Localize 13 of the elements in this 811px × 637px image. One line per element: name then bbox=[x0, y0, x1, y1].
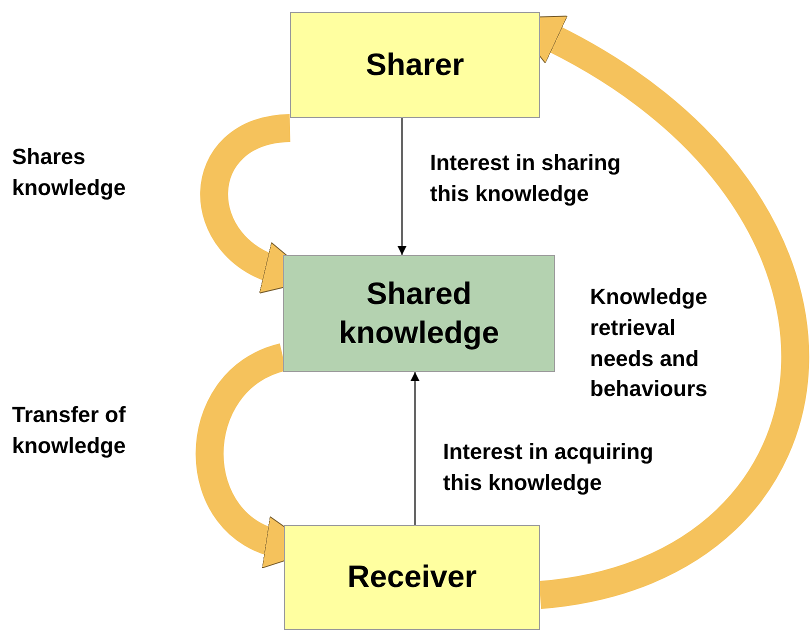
box-label: Sharer bbox=[366, 46, 464, 84]
process-box bbox=[283, 255, 555, 372]
process-box bbox=[284, 525, 540, 630]
edge-label: Interest in acquiring this knowledge bbox=[443, 438, 654, 497]
arrow bbox=[398, 118, 406, 255]
edge-label: Shares knowledge bbox=[12, 143, 127, 202]
arrow bbox=[410, 372, 420, 525]
box-label: Shared knowledge bbox=[338, 274, 500, 352]
process-box bbox=[290, 12, 540, 118]
edge-label: Knowledge retrieval needs and behaviours bbox=[590, 283, 708, 404]
edge-label: Interest in sharing this knowledge bbox=[430, 149, 622, 208]
edge-label: Transfer of knowledge bbox=[12, 401, 127, 460]
box-label: Receiver bbox=[347, 558, 477, 596]
